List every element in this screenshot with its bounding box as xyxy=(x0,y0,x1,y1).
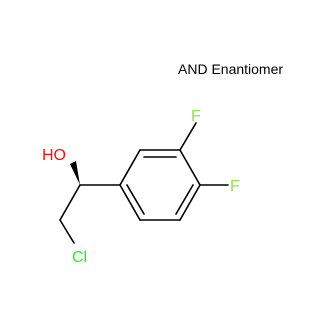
bond-stereocenter-ch2 xyxy=(59,184,81,221)
fluorine-meta-label: F xyxy=(191,108,201,125)
ring-bond xyxy=(119,184,141,221)
bond-group xyxy=(59,122,229,244)
wedge-bond-oh xyxy=(70,161,80,185)
hydroxyl-label: HO xyxy=(42,147,66,164)
chlorine-label: Cl xyxy=(72,249,87,266)
bond-ch2-cl xyxy=(59,219,75,244)
ring-bond xyxy=(119,149,141,186)
ring-double-bond xyxy=(175,184,194,215)
fluorine-para-label: F xyxy=(230,178,240,195)
ring-bond xyxy=(179,149,201,186)
ring-bond xyxy=(179,184,201,221)
stereo-label: AND Enantiomer xyxy=(178,61,283,77)
bond-c-f-meta xyxy=(179,122,197,151)
ring-double-bond xyxy=(126,184,145,215)
